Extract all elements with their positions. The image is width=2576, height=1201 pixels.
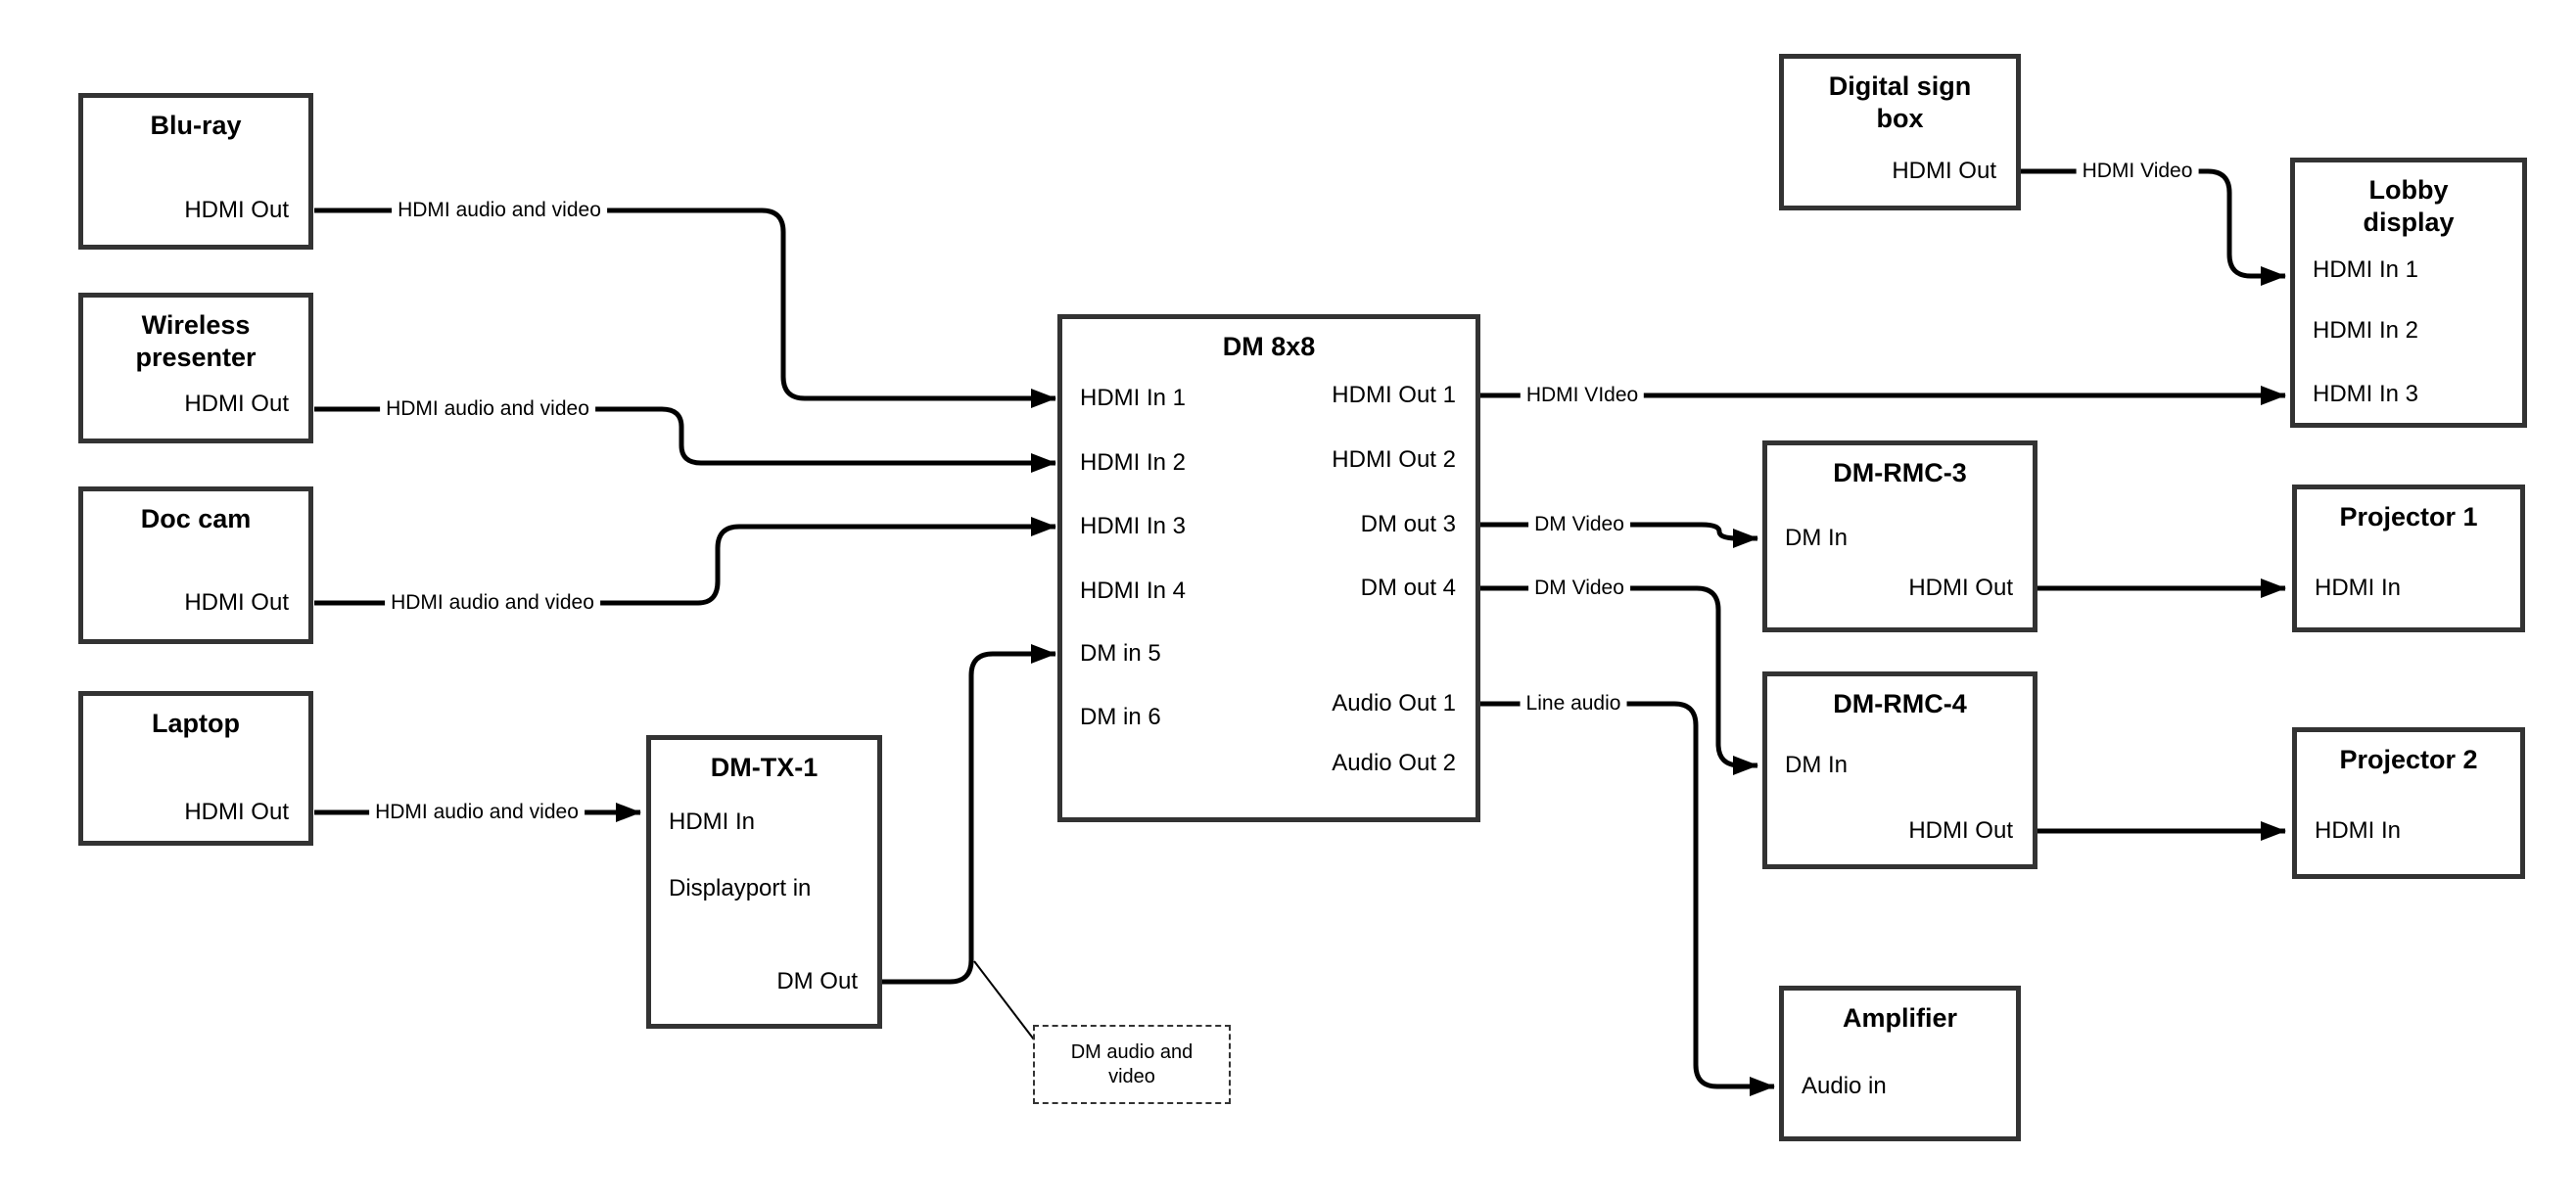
node-title: Projector 2 (2339, 745, 2478, 774)
port-bluray-hdmi-out: HDMI Out (184, 197, 289, 223)
port-proj2-hdmi-in: HDMI In (2315, 817, 2402, 844)
node-dm-tx-1: DM-TX-1 HDMI In Displayport in DM Out (646, 735, 882, 1029)
port-dm8x8-hdmi-out-1: HDMI Out 1 (1332, 382, 1456, 408)
port-rmc4-hdmi-out: HDMI Out (1908, 817, 2013, 844)
port-wireless-hdmi-out: HDMI Out (184, 391, 289, 417)
edge-dm8x8-aout1-to-amp (1475, 701, 1775, 1096)
port-dm8x8-hdmi-in-2: HDMI In 2 (1080, 449, 1187, 476)
edge-label-laptop: HDMI audio and video (369, 801, 585, 824)
node-title: DM 8x8 (1222, 332, 1316, 361)
port-dm8x8-audio-out-2: Audio Out 2 (1332, 750, 1456, 776)
port-dm8x8-hdmi-out-2: HDMI Out 2 (1332, 446, 1456, 473)
port-dm8x8-hdmi-in-3: HDMI In 3 (1080, 513, 1187, 539)
node-dm-8x8: DM 8x8 HDMI In 1 HDMI In 2 HDMI In 3 HDM… (1057, 314, 1480, 822)
port-dmtx1-dm-out: DM Out (776, 968, 858, 994)
node-dm-rmc-4: DM-RMC-4 DM In HDMI Out (1762, 671, 2037, 869)
port-laptop-hdmi-out: HDMI Out (184, 799, 289, 825)
node-projector-2: Projector 2 HDMI In (2292, 727, 2525, 879)
port-dm8x8-hdmi-in-4: HDMI In 4 (1080, 577, 1187, 604)
port-digitalsign-hdmi-out: HDMI Out (1892, 158, 1996, 184)
edge-wireless-to-dm8x8-in2 (314, 406, 1056, 473)
port-dmtx1-displayport-in: Displayport in (669, 875, 812, 901)
node-title: Doc cam (140, 504, 252, 533)
node-dm-rmc-3: DM-RMC-3 DM In HDMI Out (1762, 440, 2037, 632)
port-dmtx1-hdmi-in: HDMI In (669, 808, 756, 835)
port-amp-audio-in: Audio in (1802, 1073, 1887, 1099)
port-dm8x8-dm-out-3: DM out 3 (1360, 511, 1456, 537)
edge-bluray-to-dm8x8-in1 (314, 208, 1056, 408)
port-rmc4-dm-in: DM In (1785, 752, 1849, 778)
node-title: Amplifier (1842, 1003, 1958, 1033)
port-dm8x8-dm-out-4: DM out 4 (1360, 575, 1456, 601)
node-title: DM-TX-1 (710, 753, 819, 782)
edge-dmtx1-to-dm8x8-in5 (881, 644, 1056, 985)
node-title: Wireless presenter (135, 310, 257, 372)
edge-label-bluray: HDMI audio and video (392, 199, 607, 222)
note-dm-audio-and-video: DM audio and video (1033, 1025, 1231, 1104)
node-title: Laptop (152, 709, 240, 738)
edge-dm8x8-out4-to-rmc4 (1475, 585, 1758, 775)
note-callout-line (973, 960, 1035, 1040)
node-title: DM-RMC-4 (1833, 689, 1967, 718)
node-title: Digital sign box (1828, 71, 1972, 133)
port-lobby-hdmi-in-1: HDMI In 1 (2313, 256, 2419, 283)
node-doc-cam: Doc cam HDMI Out (78, 486, 313, 644)
edge-label-dm-video-out4: DM Video (1528, 577, 1630, 600)
port-dm8x8-hdmi-in-1: HDMI In 1 (1080, 385, 1187, 411)
node-laptop: Laptop HDMI Out (78, 691, 313, 846)
node-wireless-presenter: Wireless presenter HDMI Out (78, 293, 313, 443)
edge-digitalsign-to-lobby-in1 (2021, 168, 2286, 286)
port-doccam-hdmi-out: HDMI Out (184, 589, 289, 616)
edge-label-wireless: HDMI audio and video (380, 397, 595, 421)
node-lobby-display: Lobby display HDMI In 1 HDMI In 2 HDMI I… (2290, 158, 2527, 428)
edge-doccam-to-dm8x8-in3 (314, 517, 1056, 606)
port-dm8x8-dm-in-6: DM in 6 (1080, 704, 1161, 730)
node-projector-1: Projector 1 HDMI In (2292, 485, 2525, 632)
node-title: Projector 1 (2339, 502, 2478, 531)
port-dm8x8-dm-in-5: DM in 5 (1080, 640, 1161, 667)
node-title: Lobby display (2363, 175, 2455, 237)
port-lobby-hdmi-in-2: HDMI In 2 (2313, 317, 2419, 344)
node-digital-sign-box: Digital sign box HDMI Out (1779, 54, 2021, 210)
edge-label-dm-video-out3: DM Video (1528, 513, 1630, 536)
port-lobby-hdmi-in-3: HDMI In 3 (2313, 381, 2419, 407)
port-rmc3-hdmi-out: HDMI Out (1908, 575, 2013, 601)
node-title: DM-RMC-3 (1833, 458, 1967, 487)
port-proj1-hdmi-in: HDMI In (2315, 575, 2402, 601)
edge-label-doccam: HDMI audio and video (385, 591, 600, 615)
edge-dm8x8-out3-to-rmc3 (1475, 522, 1758, 548)
port-dm8x8-audio-out-1: Audio Out 1 (1332, 690, 1456, 716)
node-amplifier: Amplifier Audio in (1779, 986, 2021, 1141)
edge-label-hdmi-video-sign: HDMI Video (2076, 160, 2199, 183)
edge-label-line-audio: Line audio (1520, 692, 1627, 716)
edge-label-hdmi-video-out1: HDMI VIdeo (1520, 384, 1645, 407)
node-bluray: Blu-ray HDMI Out (78, 93, 313, 250)
port-rmc3-dm-in: DM In (1785, 525, 1849, 551)
node-title: Blu-ray (150, 111, 242, 140)
